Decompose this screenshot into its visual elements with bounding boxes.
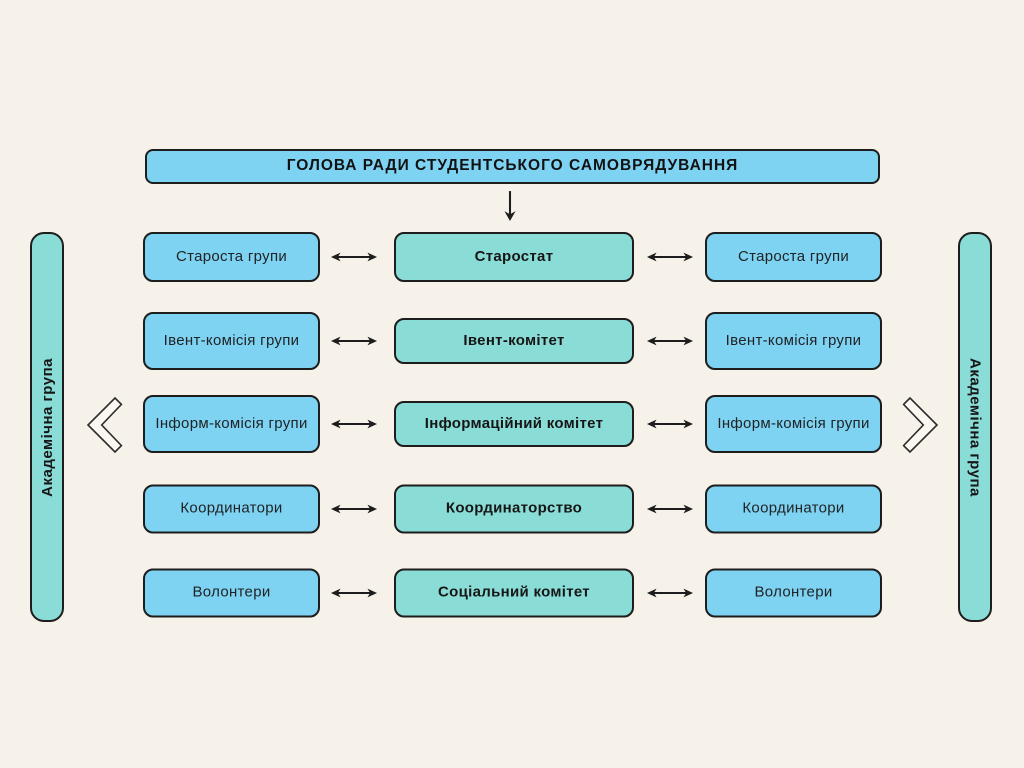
chevron-right-icon bbox=[902, 396, 939, 454]
right-group-box: Староста групи bbox=[705, 232, 882, 282]
central-committee-box: Івент-комітет bbox=[394, 318, 634, 364]
central-committee-label: Інформаційний комітет bbox=[424, 414, 604, 432]
double-headed-arrow-icon bbox=[646, 419, 694, 429]
left-group-box: Івент-комісія групи bbox=[143, 312, 320, 370]
central-committee-label: Соціальний комітет bbox=[438, 583, 590, 601]
left-group-box: Староста групи bbox=[143, 232, 320, 282]
left-group-box: Волонтери bbox=[143, 568, 320, 617]
chart-title: ГОЛОВА РАДИ СТУДЕНТСЬКОГО САМОВРЯДУВАННЯ bbox=[286, 157, 739, 175]
double-headed-arrow-icon bbox=[330, 504, 378, 513]
right-group-label: Староста групи bbox=[737, 247, 850, 265]
chart-title-box: ГОЛОВА РАДИ СТУДЕНТСЬКОГО САМОВРЯДУВАННЯ bbox=[145, 149, 880, 184]
central-committee-box: Соціальний комітет bbox=[394, 568, 634, 617]
right-group-box: Координатори bbox=[705, 484, 882, 533]
left-group-label: Координатори bbox=[180, 499, 283, 517]
org-row: Волонтери Соціальний комітет Волонтери bbox=[0, 568, 1024, 617]
right-group-box: Волонтери bbox=[705, 568, 882, 617]
org-row: Староста групи Старостат Староста групи bbox=[0, 232, 1024, 282]
double-headed-arrow-icon bbox=[330, 336, 378, 346]
central-committee-label: Координаторство bbox=[445, 499, 583, 517]
org-row: Івент-комісія групи Івент-комітет Івент-… bbox=[0, 312, 1024, 370]
left-group-label: Староста групи bbox=[175, 247, 288, 265]
central-committee-label: Старостат bbox=[474, 247, 554, 265]
org-row: Координатори Координаторство Координатор… bbox=[0, 484, 1024, 533]
chevron-left-icon bbox=[86, 396, 123, 454]
central-committee-label: Івент-комітет bbox=[463, 331, 565, 349]
double-headed-arrow-icon bbox=[330, 419, 378, 429]
right-group-box: Інформ-комісія групи bbox=[705, 395, 882, 453]
left-group-label: Волонтери bbox=[192, 583, 271, 601]
right-group-label: Інформ-комісія групи bbox=[717, 414, 870, 432]
left-group-box: Координатори bbox=[143, 484, 320, 533]
central-committee-box: Старостат bbox=[394, 232, 634, 282]
double-headed-arrow-icon bbox=[646, 588, 694, 597]
left-group-label: Івент-комісія групи bbox=[163, 331, 300, 349]
right-group-label: Волонтери bbox=[754, 583, 833, 601]
right-group-label: Івент-комісія групи bbox=[725, 331, 862, 349]
org-row: Інформ-комісія групи Інформаційний коміт… bbox=[0, 395, 1024, 453]
right-band-label: Академічна група bbox=[966, 357, 984, 497]
left-academic-group-band: Академічна група bbox=[30, 232, 64, 622]
double-headed-arrow-icon bbox=[646, 504, 694, 513]
left-group-label: Інформ-комісія групи bbox=[155, 414, 308, 432]
double-headed-arrow-icon bbox=[330, 588, 378, 597]
right-group-label: Координатори bbox=[742, 499, 845, 517]
down-arrow-icon bbox=[504, 191, 516, 221]
double-headed-arrow-icon bbox=[330, 252, 378, 262]
right-group-box: Івент-комісія групи bbox=[705, 312, 882, 370]
right-academic-group-band: Академічна група bbox=[958, 232, 992, 622]
left-group-box: Інформ-комісія групи bbox=[143, 395, 320, 453]
double-headed-arrow-icon bbox=[646, 336, 694, 346]
double-headed-arrow-icon bbox=[646, 252, 694, 262]
central-committee-box: Інформаційний комітет bbox=[394, 401, 634, 447]
central-committee-box: Координаторство bbox=[394, 484, 634, 533]
